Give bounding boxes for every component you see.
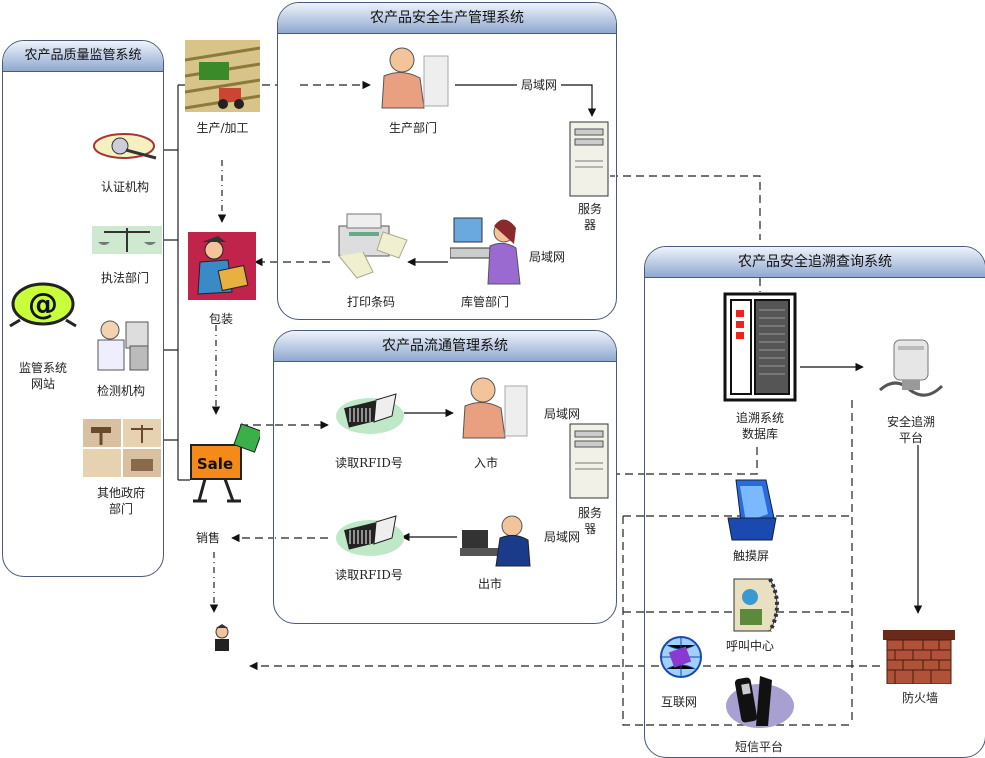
brick-wall-icon [883, 630, 955, 688]
worker-icon [455, 372, 530, 450]
sale-sign-icon: Sale [185, 423, 263, 509]
inspect-label: 检测机构 [96, 384, 145, 398]
read-rfid-label-out: 读取RFID号 [335, 568, 403, 582]
database-rack-icon [876, 336, 946, 406]
server-label-prod: 服务 器 [577, 202, 602, 232]
trace-db-label: 追溯系统 数据库 [725, 410, 795, 442]
globe-icon [657, 633, 705, 689]
telephone-icon [730, 575, 786, 639]
mobile-phone-icon [720, 672, 796, 736]
read-rfid-label-in: 读取RFID号 [335, 456, 403, 470]
touchscreen-label: 触摸屏 [722, 548, 780, 564]
consumer-icon [210, 624, 234, 656]
sms-label: 短信平台 [734, 740, 783, 754]
prod-dept-label: 生产部门 [388, 121, 437, 135]
lan-label-warehouse: 局域网 [522, 249, 572, 265]
law-label: 执法部门 [100, 271, 149, 285]
lan-label-inbound: 局域网 [537, 406, 587, 422]
trace-platform-label: 安全追溯 平台 [886, 415, 935, 445]
call-center-label: 呼叫中心 [720, 638, 780, 654]
rfid-scanner-icon [332, 512, 406, 564]
rfid-scanner-icon [332, 390, 406, 442]
svg-text:Sale: Sale [197, 455, 233, 473]
packaging-label: 包装 [208, 312, 233, 326]
outbound-label: 出市 [477, 577, 502, 591]
scientist-icon [90, 316, 152, 380]
tracing-system-title: 农产品安全追溯查询系统 [645, 247, 985, 278]
lan-label-prod-top: 局域网 [517, 77, 561, 93]
touchscreen-kiosk-icon [722, 478, 780, 546]
inbound-label: 入市 [473, 456, 498, 470]
production-system-panel: 农产品安全生产管理系统 [277, 2, 617, 320]
database-rack-icon [723, 292, 797, 406]
server-tower-icon [569, 121, 609, 201]
print-barcode-label: 打印条码 [346, 295, 395, 309]
worker-icon [449, 212, 524, 292]
cert-label: 认证机构 [100, 180, 149, 194]
scales-icon [92, 222, 162, 262]
magnifier-badge-icon [90, 130, 162, 168]
packer-icon [188, 232, 256, 304]
svg-text:@: @ [28, 287, 58, 322]
server-tower-icon [569, 423, 609, 503]
gavel-scales-icon [83, 419, 161, 481]
at-sign-icon: @ [6, 282, 80, 332]
harvester-icon [184, 40, 261, 116]
circulation-system-panel: 农产品流通管理系统 [273, 330, 617, 624]
printer-icon [333, 212, 409, 288]
internet-label: 互联网 [660, 695, 697, 709]
website-label: 监管系统 网站 [18, 361, 67, 391]
circulation-system-title: 农产品流通管理系统 [274, 331, 616, 362]
supervision-system-title: 农产品质量监管系统 [3, 41, 163, 72]
worker-icon [460, 512, 538, 572]
firewall-label: 防火墙 [901, 691, 938, 705]
production-label: 生产/加工 [196, 121, 249, 135]
warehouse-label: 库管部门 [460, 295, 509, 309]
production-system-title: 农产品安全生产管理系统 [278, 3, 616, 34]
lan-label-outbound: 局域网 [537, 529, 587, 545]
other-gov-label: 其他政府 部门 [96, 486, 145, 516]
worker-icon [372, 42, 452, 118]
sales-label: 销售 [195, 531, 220, 545]
